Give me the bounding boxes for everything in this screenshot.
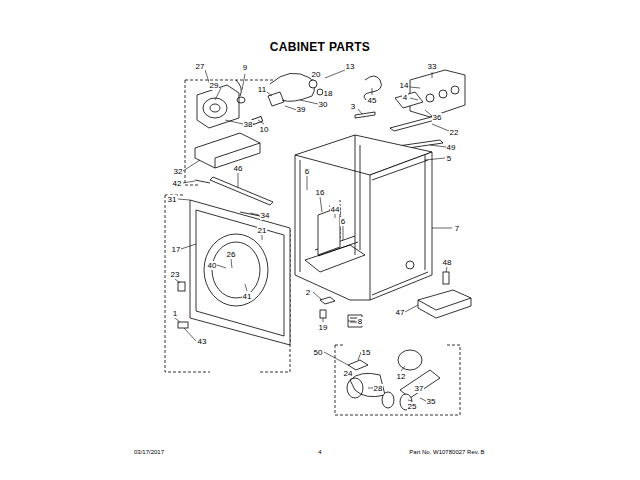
callout-number: 45 xyxy=(367,96,378,105)
callout-number: 9 xyxy=(242,63,248,72)
callout-number: 39 xyxy=(296,105,307,114)
footer-text: 03/17/2017 xyxy=(133,449,165,456)
callout-number: 8 xyxy=(357,317,363,326)
callout-number: 50 xyxy=(313,348,324,357)
callout-number: 46 xyxy=(233,164,244,173)
callout-number: 35 xyxy=(426,397,437,406)
callout-number: 16 xyxy=(315,188,326,197)
callout-number: 18 xyxy=(323,89,334,98)
footer-text: Part No. W10780027 Rev. B xyxy=(408,449,485,456)
callout-number: 24 xyxy=(343,369,354,378)
callout-number: 29 xyxy=(209,81,220,90)
page-title: CABINET PARTS xyxy=(270,40,370,54)
callout-number: 37 xyxy=(414,384,425,393)
callout-number: 27 xyxy=(195,62,206,71)
callout-number: 20 xyxy=(311,70,322,79)
callout-number: 17 xyxy=(171,245,182,254)
callout-number: 36 xyxy=(432,113,443,122)
callout-number: 2 xyxy=(305,288,311,297)
callout-number: 6 xyxy=(340,217,346,226)
callout-number: 49 xyxy=(446,143,457,152)
callout-number: 14 xyxy=(399,81,410,90)
callout-number: 44 xyxy=(330,205,341,214)
callout-number: 28 xyxy=(373,384,384,393)
callout-number: 3 xyxy=(350,102,356,111)
callout-number: 6 xyxy=(304,167,310,176)
callout-number: 30 xyxy=(318,100,329,109)
callout-number: 13 xyxy=(345,62,356,71)
callout-number: 15 xyxy=(361,348,372,357)
callout-number: 11 xyxy=(257,85,267,94)
callout-number: 34 xyxy=(260,211,271,220)
callout-number: 5 xyxy=(446,154,452,163)
callout-number: 47 xyxy=(395,308,406,317)
callout-number: 1 xyxy=(172,309,178,318)
callout-number: 7 xyxy=(454,224,460,233)
callout-number: 21 xyxy=(257,226,268,235)
callout-number: 31 xyxy=(167,195,178,204)
callout-number: 25 xyxy=(407,402,418,411)
callout-number: 12 xyxy=(396,372,407,381)
callout-number: 43 xyxy=(197,337,208,346)
callout-number: 19 xyxy=(318,323,329,332)
callout-number: 40 xyxy=(207,261,218,270)
callout-number: 10 xyxy=(259,125,270,134)
callout-number: 4 xyxy=(402,93,408,102)
callout-number: 38 xyxy=(243,120,254,129)
callout-number: 48 xyxy=(442,258,453,267)
footer-text: 4 xyxy=(317,449,322,456)
callout-number: 41 xyxy=(242,292,253,301)
callout-number: 26 xyxy=(226,250,237,259)
callout-number: 42 xyxy=(172,179,183,188)
callout-number: 22 xyxy=(449,128,460,137)
callout-number: 32 xyxy=(173,167,184,176)
callout-number: 23 xyxy=(170,270,181,279)
callout-number: 33 xyxy=(427,62,438,71)
